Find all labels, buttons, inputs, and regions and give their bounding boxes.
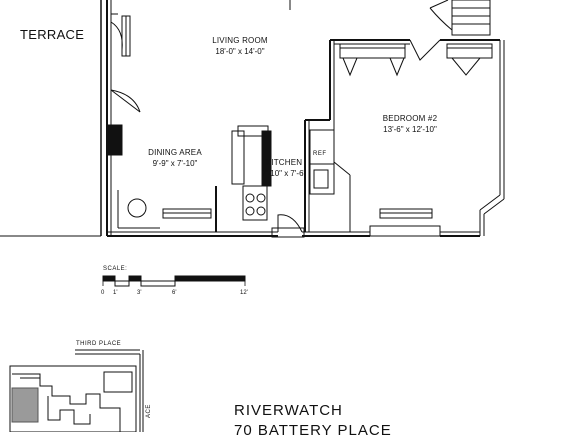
kitchen-dims: 7'-10" x 7'-6" [261,169,307,178]
scale-label: SCALE: [103,266,128,272]
street-third-place: THIRD PLACE [76,341,122,347]
scale-tick-3: 3' [137,290,142,296]
living-room-label: LIVING ROOM [212,36,268,45]
bedroom-label: BEDROOM #2 [382,114,438,123]
scale-tick-6: 6' [172,290,177,296]
ref-label: REF [313,151,327,157]
building-name: RIVERWATCH [234,402,343,419]
building-address: 70 BATTERY PLACE [234,422,392,439]
dining-area-dims: 9'-9" x 7'-10" [152,159,198,168]
terrace-label: TERRACE [20,27,85,42]
bedroom-dims: 13'-6" x 12'-10" [383,125,437,134]
kitchen-label: KITCHEN [265,158,303,167]
scale-tick-1: 1' [113,290,118,296]
scale-bar-graphic [102,275,246,287]
street-side-label: ACE [146,404,152,418]
dining-area-label: DINING AREA [148,148,202,157]
living-room-dims: 18'-0" x 14'-0" [215,47,265,56]
scale-tick-0: 0 [101,290,105,296]
scale-tick-12: 12' [240,290,248,296]
